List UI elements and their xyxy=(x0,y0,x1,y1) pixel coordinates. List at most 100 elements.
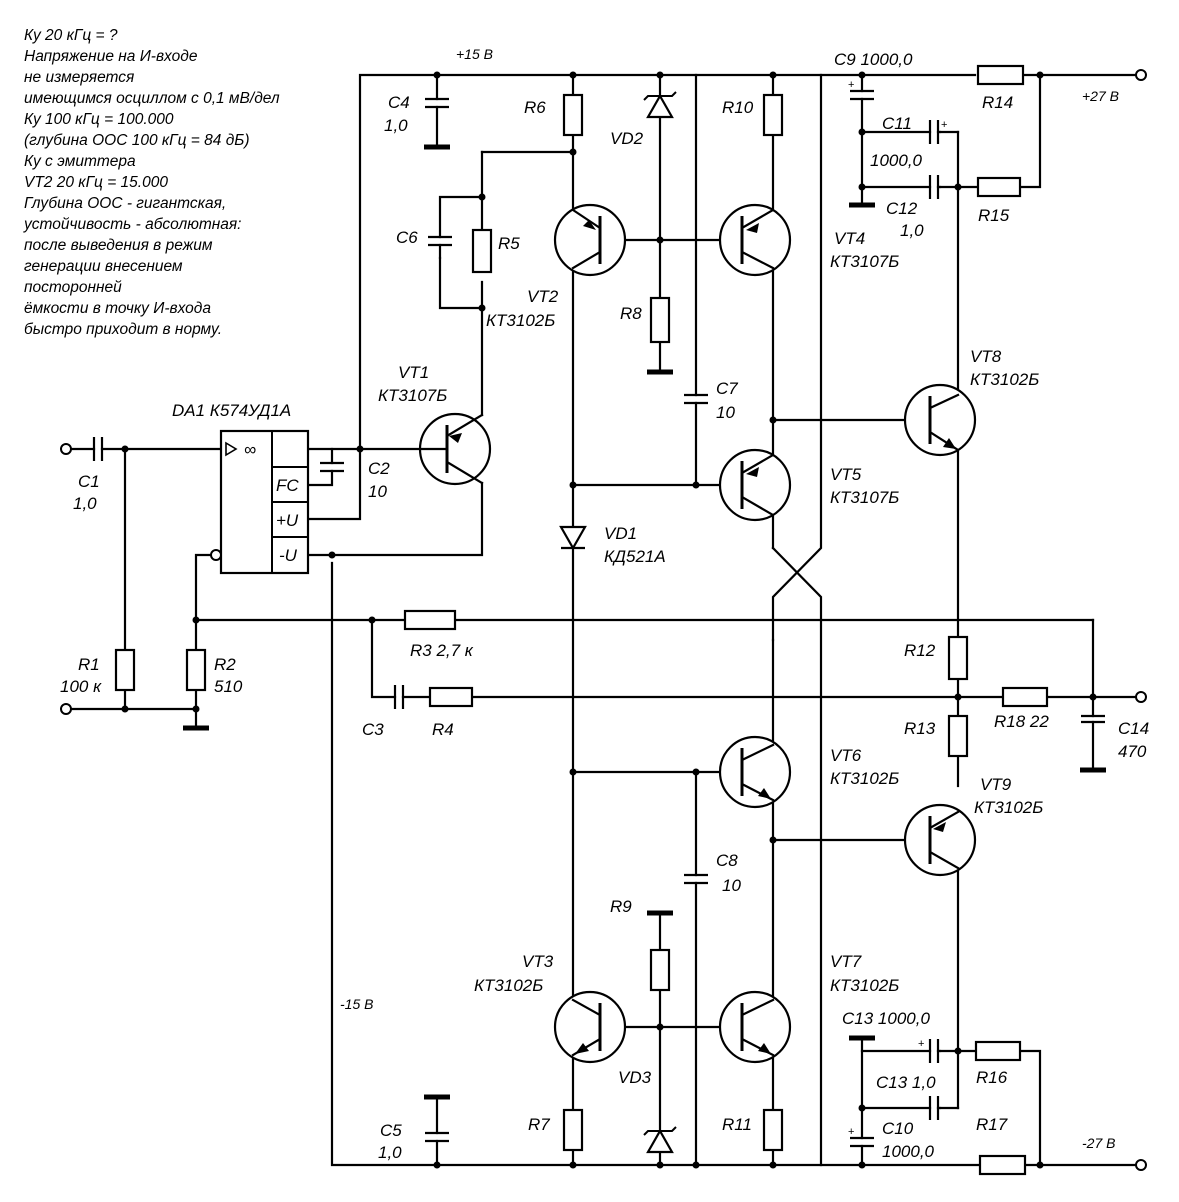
opamp-label: DA1 К574УД1А xyxy=(172,401,291,420)
label-vd1-type: КД521А xyxy=(604,547,666,566)
pos27-terminal xyxy=(1135,69,1147,81)
note-line: генерации внесением xyxy=(24,258,183,275)
label-r17: R17 xyxy=(976,1115,1008,1134)
transistor-vt1 xyxy=(418,412,492,486)
resistor-r14 xyxy=(976,64,1025,86)
resistor-r9 xyxy=(649,948,671,992)
label-c13-large: C13 1000,0 xyxy=(842,1009,930,1028)
label-c14-value: 470 xyxy=(1118,742,1147,761)
label-r11: R11 xyxy=(722,1115,752,1134)
rail-label-neg27: -27 В xyxy=(1082,1135,1115,1151)
transistor-vt2 xyxy=(553,203,627,277)
label-c3: C3 xyxy=(362,720,384,739)
diode-vd1 xyxy=(559,525,587,551)
design-notes: Ку 20 кГц = ? Напряжение на И-входе не и… xyxy=(23,27,280,338)
label-r16: R16 xyxy=(976,1068,1008,1087)
label-c4-value: 1,0 xyxy=(384,116,408,135)
triangle-icon xyxy=(225,441,238,457)
opamp-pin-neg: -U xyxy=(279,546,298,565)
inverting-input-icon xyxy=(210,549,222,561)
label-c1: C1 xyxy=(78,472,100,491)
transistor-vt5 xyxy=(718,448,792,522)
note-line: устойчивость - абсолютная: xyxy=(23,216,242,233)
terminals xyxy=(60,69,1147,1171)
resistor-r8 xyxy=(649,296,671,344)
label-vt6-type: КТ3102Б xyxy=(830,769,899,788)
capacitor-c5 xyxy=(425,1131,449,1143)
capacitor-c6 xyxy=(428,235,452,260)
label-c11: C11 xyxy=(882,114,912,133)
label-c5: C5 xyxy=(380,1121,402,1140)
capacitor-c12 xyxy=(928,175,942,199)
label-vt2: VT2 xyxy=(527,287,559,306)
note-line: после выведения в режим xyxy=(24,237,213,254)
label-c2-value: 10 xyxy=(368,482,387,501)
capacitor-c2 xyxy=(320,447,344,473)
label-c12-value: 1,0 xyxy=(900,221,924,240)
label-vt6: VT6 xyxy=(830,746,862,765)
input-terminal xyxy=(60,443,72,455)
svg-text:+: + xyxy=(848,79,854,91)
label-vt3: VT3 xyxy=(522,952,554,971)
resistors xyxy=(114,64,1049,1176)
label-c9: C9 1000,0 xyxy=(834,50,913,69)
capacitor-c3 xyxy=(393,685,405,709)
label-r5: R5 xyxy=(498,234,520,253)
note-line: имеющимся осциллом с 0,1 мВ/дел xyxy=(24,90,280,107)
svg-text:+: + xyxy=(941,119,947,131)
note-line: посторонней xyxy=(24,279,122,296)
capacitor-c8 xyxy=(684,873,708,885)
label-r9: R9 xyxy=(610,897,632,916)
diodes xyxy=(559,91,677,1154)
label-vt9-type: КТ3102Б xyxy=(974,798,1043,817)
note-line: VT2 20 кГц = 15.000 xyxy=(24,174,168,191)
resistor-r15 xyxy=(976,176,1022,198)
label-vt5: VT5 xyxy=(830,465,862,484)
label-r13: R13 xyxy=(904,719,936,738)
label-c8-value: 10 xyxy=(722,876,741,895)
label-c5-value: 1,0 xyxy=(378,1143,402,1162)
resistor-r3 xyxy=(403,609,457,631)
svg-text:+: + xyxy=(918,1038,924,1050)
label-c7-value: 10 xyxy=(716,403,735,422)
rail-label-pos27: +27 В xyxy=(1082,88,1119,104)
label-r7: R7 xyxy=(528,1115,550,1134)
transistor-vt3 xyxy=(553,990,627,1064)
resistor-r4 xyxy=(428,686,474,708)
capacitor-c14 xyxy=(1081,714,1105,724)
output-terminal xyxy=(1135,691,1147,703)
note-line: Ку с эмиттера xyxy=(24,153,136,170)
transistor-vt8 xyxy=(903,383,977,457)
label-vt4-type: КТ3107Б xyxy=(830,252,899,271)
opamp-pin-fc: FC xyxy=(276,476,299,495)
label-c4: C4 xyxy=(388,93,410,112)
capacitor-c4 xyxy=(425,97,449,109)
label-c13-small: C13 1,0 xyxy=(876,1073,936,1092)
transistor-vt7 xyxy=(718,990,792,1064)
resistor-r1 xyxy=(114,648,136,692)
opamp-infinity-label: ∞ xyxy=(244,440,256,459)
note-line: быстро приходит в норму. xyxy=(24,321,222,338)
capacitor-c11: + xyxy=(928,119,947,144)
wires xyxy=(69,73,1138,1167)
resistor-r7 xyxy=(562,1108,584,1152)
label-vd1: VD1 xyxy=(604,524,637,543)
transistor-vt4 xyxy=(718,203,792,277)
label-vt2-type: КТ3102Б xyxy=(486,311,555,330)
label-r12: R12 xyxy=(904,641,936,660)
transistors xyxy=(418,203,977,1064)
rail-label-pos15: +15 В xyxy=(456,46,493,62)
opamp-pin-pos: +U xyxy=(276,511,299,530)
ground-symbols xyxy=(183,144,1106,1100)
label-c8: C8 xyxy=(716,851,738,870)
svg-text:+: + xyxy=(848,1126,854,1138)
note-line: Ку 20 кГц = ? xyxy=(24,27,118,44)
zener-diode-vd2 xyxy=(643,91,677,119)
label-vt8: VT8 xyxy=(970,347,1002,366)
labels: +15 В -15 В +27 В -27 В DA1 К574УД1А C1 … xyxy=(60,46,1149,1162)
label-r1-value: 100 к xyxy=(60,677,102,696)
capacitor-c10 xyxy=(928,1096,942,1120)
note-line: Ку 100 кГц = 100.000 xyxy=(24,111,174,128)
label-c7: C7 xyxy=(716,379,738,398)
